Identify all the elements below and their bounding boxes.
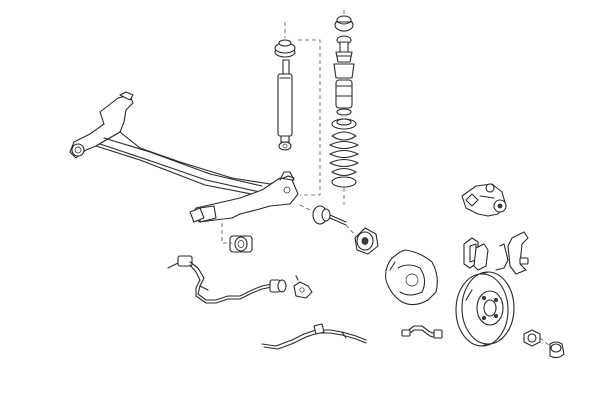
spring-pad	[334, 10, 354, 32]
hub-nut	[539, 337, 565, 359]
abs-sensor-cable	[167, 255, 313, 304]
axle-bushing	[221, 223, 253, 253]
brake-hose-clip	[401, 325, 443, 339]
brake-caliper-bracket	[461, 183, 507, 217]
wheel-bearing-bolt	[523, 329, 541, 347]
bump-stop	[333, 35, 355, 116]
rear-axle-beam	[69, 91, 299, 223]
shock-top-mount	[274, 22, 321, 196]
brake-disc	[455, 271, 515, 347]
shock-absorber	[277, 59, 293, 151]
brake-pads	[463, 231, 529, 275]
stub-axle	[299, 204, 347, 226]
brake-backing-plate	[385, 249, 438, 306]
coil-spring	[329, 118, 359, 205]
brake-cable	[261, 323, 367, 350]
wheel-hub	[345, 224, 379, 255]
